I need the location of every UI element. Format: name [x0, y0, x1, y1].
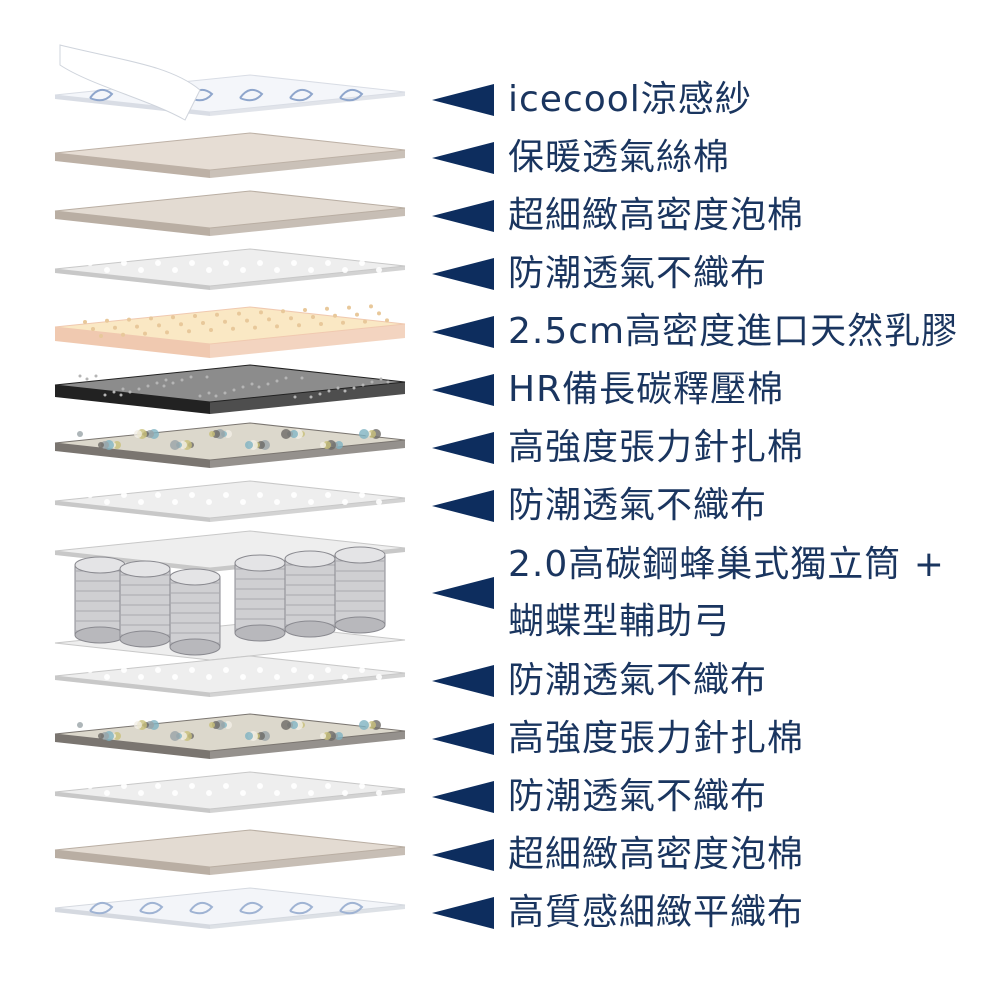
layer-label: 高強度張力針扎棉: [432, 419, 804, 477]
spring-coil: [119, 560, 171, 648]
layer-label: icecool涼感紗: [432, 71, 752, 129]
layer-label-line: 防潮透氣不織布: [508, 776, 768, 817]
arrow-left-icon: [432, 258, 494, 290]
layer-label-text: HR備長碳釋壓棉: [508, 361, 784, 419]
spring-coil: [169, 568, 221, 656]
layer-label-text: 2.0高碳鋼蜂巢式獨立筒 + 蝴蝶型輔助弓: [508, 536, 945, 650]
layer-10-nonwoven: [54, 655, 406, 697]
layer-label-line: 2.0高碳鋼蜂巢式獨立筒 +: [508, 544, 945, 585]
arrow-left-icon: [432, 723, 494, 755]
layer-label-line: 高質感細緻平織布: [508, 892, 805, 933]
layer-label: 高質感細緻平織布: [432, 884, 804, 942]
arrow-left-icon: [432, 490, 494, 522]
layer-label: 2.0高碳鋼蜂巢式獨立筒 + 蝴蝶型輔助弓: [432, 535, 945, 651]
arrow-left-icon: [432, 781, 494, 813]
spring-coil: [334, 546, 386, 634]
spring-coil: [284, 550, 336, 638]
arrow-left-icon: [432, 142, 494, 174]
layer-label-line: 超細緻高密度泡棉: [508, 834, 805, 875]
layer-label-text: 防潮透氣不織布: [508, 245, 767, 303]
layer-1-fabric: [54, 44, 406, 121]
layer-label-line: 高強度張力針扎棉: [508, 427, 805, 468]
layer-label: 防潮透氣不織布: [432, 652, 767, 710]
layer-label-text: 高質感細緻平織布: [508, 884, 804, 942]
arrow-left-icon: [432, 897, 494, 929]
layer-5-latex: [54, 304, 406, 358]
layer-label-text: icecool涼感紗: [508, 71, 752, 129]
layer-label: 高強度張力針扎棉: [432, 710, 804, 768]
layer-label-text: 防潮透氣不織布: [508, 477, 767, 535]
arrow-left-icon: [432, 839, 494, 871]
spring-coil: [234, 554, 286, 642]
layer-label: 2.5cm高密度進口天然乳膠: [432, 303, 958, 361]
layer-label: 防潮透氣不織布: [432, 245, 767, 303]
layer-label-line: 防潮透氣不織布: [508, 485, 768, 526]
spring-coil: [74, 556, 126, 644]
layer-label-line: 超細緻高密度泡棉: [508, 195, 805, 236]
arrow-left-icon: [432, 577, 494, 609]
layer-4-nonwoven: [54, 248, 406, 290]
layer-label-line: 防潮透氣不織布: [508, 253, 768, 294]
arrow-left-icon: [432, 200, 494, 232]
layer-7-mottled: [54, 422, 406, 468]
layer-13-solid: [54, 829, 406, 875]
layer-label: 防潮透氣不織布: [432, 768, 767, 826]
layer-label-line: 高強度張力針扎棉: [508, 718, 805, 759]
layer-label-text: 高強度張力針扎棉: [508, 419, 804, 477]
arrow-left-icon: [432, 374, 494, 406]
layer-6-hr: [54, 364, 406, 414]
layer-12-nonwoven: [54, 771, 406, 813]
arrow-left-icon: [432, 84, 494, 116]
layer-label-line: 保暖透氣絲棉: [508, 137, 731, 178]
layer-2-solid: [54, 132, 406, 178]
arrow-left-icon: [432, 316, 494, 348]
layer-label-text: 超細緻高密度泡棉: [508, 826, 804, 884]
layer-label-text: 保暖透氣絲棉: [508, 129, 730, 187]
layer-label-text: 超細緻高密度泡棉: [508, 187, 804, 245]
layer-label-text: 防潮透氣不織布: [508, 768, 767, 826]
layer-11-mottled: [54, 713, 406, 759]
layer-label-line: 蝴蝶型輔助弓: [508, 601, 731, 642]
layer-label-line: icecool涼感紗: [508, 79, 752, 120]
layer-14-fabric: [54, 887, 406, 929]
layer-label-text: 2.5cm高密度進口天然乳膠: [508, 303, 958, 361]
layer-3-solid: [54, 190, 406, 236]
layer-label-text: 防潮透氣不織布: [508, 652, 767, 710]
layer-label-line: 2.5cm高密度進口天然乳膠: [508, 311, 959, 352]
layer-9-springs: [54, 530, 406, 661]
layer-label: 防潮透氣不織布: [432, 477, 767, 535]
layer-label: 超細緻高密度泡棉: [432, 187, 804, 245]
arrow-left-icon: [432, 665, 494, 697]
arrow-left-icon: [432, 432, 494, 464]
layer-label: 保暖透氣絲棉: [432, 129, 730, 187]
layer-label-line: HR備長碳釋壓棉: [508, 369, 785, 410]
layer-8-nonwoven: [54, 480, 406, 522]
layer-label: HR備長碳釋壓棉: [432, 361, 784, 419]
layer-label-line: 防潮透氣不織布: [508, 660, 768, 701]
layer-label-text: 高強度張力針扎棉: [508, 710, 804, 768]
layer-label: 超細緻高密度泡棉: [432, 826, 804, 884]
